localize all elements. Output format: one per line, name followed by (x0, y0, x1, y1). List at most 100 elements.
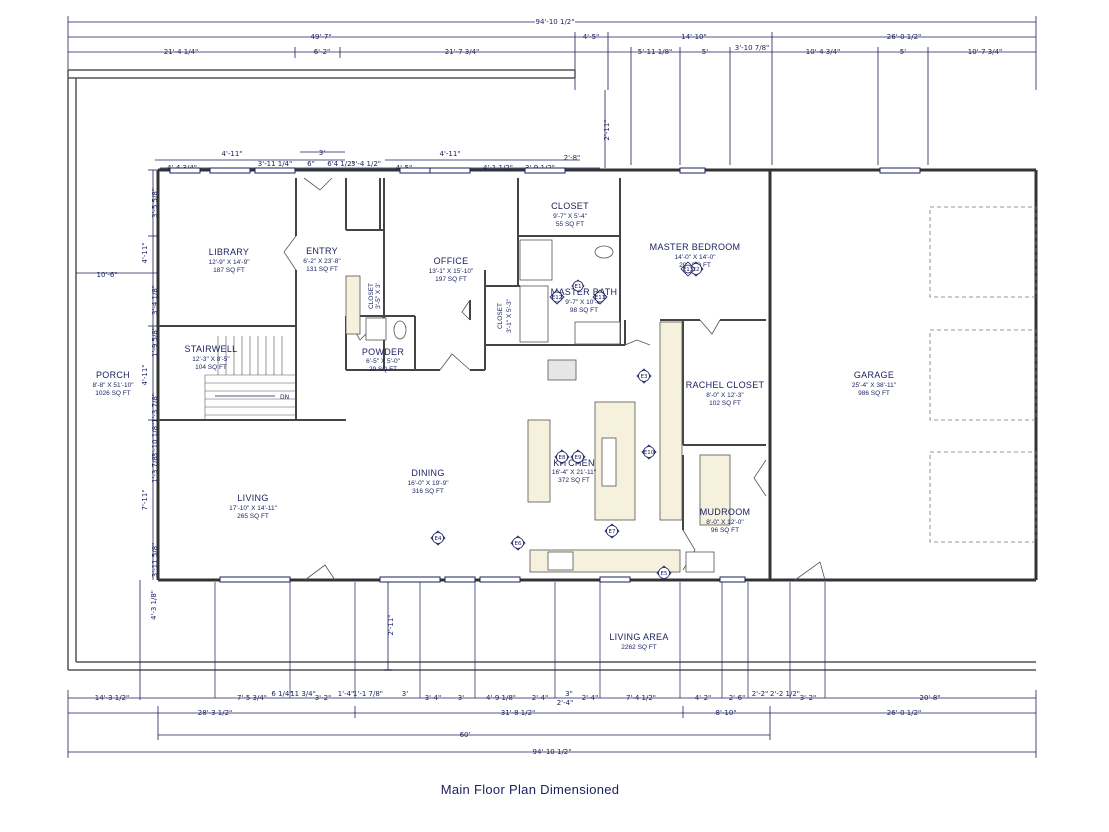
room-size: 6'-2" X 23'-8" (303, 258, 341, 265)
room-powder: POWDER 6'-5" X 5'-0" 29 SQ FT (362, 347, 404, 373)
front-dimension (384, 581, 392, 671)
room-area: 187 SQ FT (213, 267, 245, 274)
svg-text:E3: E3 (641, 374, 648, 380)
dim-top-row2-1: 49'-7" (310, 33, 331, 41)
svg-text:E2: E2 (693, 267, 700, 273)
elevation-marker: E10 (641, 444, 657, 460)
dim-int-4: 6'4 1/2" (327, 160, 355, 168)
room-name: LIVING AREA (609, 632, 668, 642)
dim-top-row3-3: 21'-7 3/4" (445, 48, 480, 56)
elevation-marker: E12 (549, 289, 565, 305)
room-area: 372 SQ FT (558, 477, 590, 484)
dim-bot-13: 3" (565, 690, 573, 698)
fixtures (345, 239, 731, 573)
stair-treads (204, 336, 296, 420)
room-name: MASTER BATH (551, 287, 618, 297)
dim-bot-11: 4'-9 1/8" (486, 694, 516, 702)
left-dimension-labels: 10'-6" 3'-5 5/8" 4'-11" 3'-4 1/8" 1'-9 5… (96, 188, 159, 620)
dim-bot-15: 2'-4" (582, 694, 599, 702)
room-name: MASTER BEDROOM (650, 242, 741, 252)
room-kitchen: KITCHEN 16'-4" X 21'-11" 372 SQ FT (552, 458, 597, 484)
room-area: 2262 SQ FT (621, 644, 656, 651)
dim-bot-3: 6 1/4" (271, 690, 292, 698)
svg-text:E11: E11 (595, 295, 605, 301)
room-area: 102 SQ FT (709, 400, 741, 407)
elevation-marker: E1 (571, 279, 585, 293)
mudroom-sink (685, 551, 715, 573)
dim-top-row3-1: 21'-4 1/4" (164, 48, 199, 56)
dim-left-2: 4'-11" (141, 242, 149, 263)
room-office: OFFICE 13'-1" X 15'-10" 197 SQ FT (429, 256, 474, 283)
powder-sink (365, 317, 387, 341)
bottom-dimensions (67, 690, 1037, 758)
room-dining: DINING 16'-0" X 19'-9" 316 SQ FT (407, 468, 449, 495)
dim-bot-5: 3'-2" (315, 694, 332, 702)
dim-left-11: 4'-3 1/8" (150, 590, 158, 620)
garage-bays (929, 206, 1037, 543)
interior-walls (158, 178, 766, 530)
room-area: 986 SQ FT (858, 390, 890, 397)
room-library: LIBRARY 12'-9" X 14'-9" 187 SQ FT (208, 247, 250, 274)
svg-text:E13: E13 (683, 267, 694, 273)
room-living: LIVING 17'-10" X 14'-11" 265 SQ FT (229, 493, 278, 520)
svg-text:E5: E5 (661, 571, 668, 577)
dim-left-9: 7'-11" (141, 489, 149, 510)
dim-bot-16: 7'-4 1/2" (626, 694, 656, 702)
dim-bot-row2-3: 8'-10" (715, 709, 736, 717)
room-rachel-closet: RACHEL CLOSET 8'-0" X 12'-3" 102 SQ FT (686, 380, 764, 407)
dim-int-7: 4'-1 1/2" (483, 164, 513, 172)
room-area: 131 SQ FT (306, 266, 338, 273)
room-name: MUDROOM (700, 507, 751, 517)
dim-top-vertical: 2'-11" (603, 119, 611, 140)
room-area: 197 SQ FT (435, 276, 467, 283)
elevation-marker: E9 (570, 449, 586, 465)
dim-bot-1: 14'-3 1/2" (95, 694, 130, 702)
dim-bot-row3: 60' (460, 731, 471, 739)
dim-porch-width: 10'-6" (96, 271, 117, 279)
dim-upper-1: 4'-11" (221, 150, 242, 158)
svg-text:E9: E9 (575, 455, 582, 461)
room-name: CLOSET (551, 201, 589, 211)
room-size: 16'-0" X 19'-9" (407, 480, 449, 487)
room-area: 96 SQ FT (711, 527, 739, 534)
dim-bot-10: 3' (458, 694, 464, 702)
room-size: 25'-4" X 38'-11" (852, 382, 897, 389)
dim-bot-4: 11 3/4" (290, 690, 316, 698)
dim-left-8: 1'-3 7/8" (151, 453, 159, 483)
room-name: ENTRY (306, 246, 338, 256)
range (601, 437, 617, 487)
windows (169, 167, 921, 583)
room-size: 3'-1" X 5'-3" (506, 298, 513, 333)
dim-top-row3-8: 5' (900, 48, 906, 56)
elevation-marker: E13 (680, 261, 696, 277)
dim-top-row3-6: 3'-10 7/8" (735, 44, 770, 52)
closet-shelf (345, 275, 361, 335)
dim-top-row2-3: 14'-10" (681, 33, 706, 41)
room-size: 8'-0" X 12'-3" (706, 392, 744, 399)
kitchen-sink (547, 551, 574, 571)
svg-text:E10: E10 (644, 450, 655, 456)
dim-bot-7: 1'-1 7/8" (353, 690, 383, 698)
room-name: CLOSET (497, 303, 504, 329)
mudroom-bench (699, 454, 731, 526)
room-closet-top: CLOSET 9'-7" X 5'-4" 55 SQ FT (551, 201, 589, 228)
dim-bot-row2-4: 26'-0 1/2" (887, 709, 922, 717)
dim-int-5: 3'-4 1/2" (351, 160, 381, 168)
room-master-bath: MASTER BATH 9'-7" X 10'-6" 98 SQ FT (551, 287, 618, 314)
dim-upper-3: 4'-11" (439, 150, 460, 158)
room-mudroom: MUDROOM 8'-0" X 12'-0" 96 SQ FT (700, 507, 751, 534)
dim-bot-row2-2: 31'-8 1/2" (501, 709, 536, 717)
elevation-marker: E8 (554, 449, 570, 465)
dim-int-2: 3'-11 1/4" (258, 160, 293, 168)
dim-bot-20: 2'-2 1/2" (770, 690, 800, 698)
room-area: 104 SQ FT (195, 364, 227, 371)
dim-left-1: 3'-5 5/8" (151, 188, 159, 218)
room-name: KITCHEN (553, 458, 595, 468)
dim-bot-8: 3' (402, 690, 408, 698)
room-size: 13'-1" X 15'-10" (429, 268, 474, 275)
room-size: 6'-5" X 5'-0" (366, 358, 401, 365)
room-size: 8'-8" X 51'-10" (92, 382, 134, 389)
room-area: 316 SQ FT (412, 488, 444, 495)
room-area: 1026 SQ FT (95, 390, 130, 397)
